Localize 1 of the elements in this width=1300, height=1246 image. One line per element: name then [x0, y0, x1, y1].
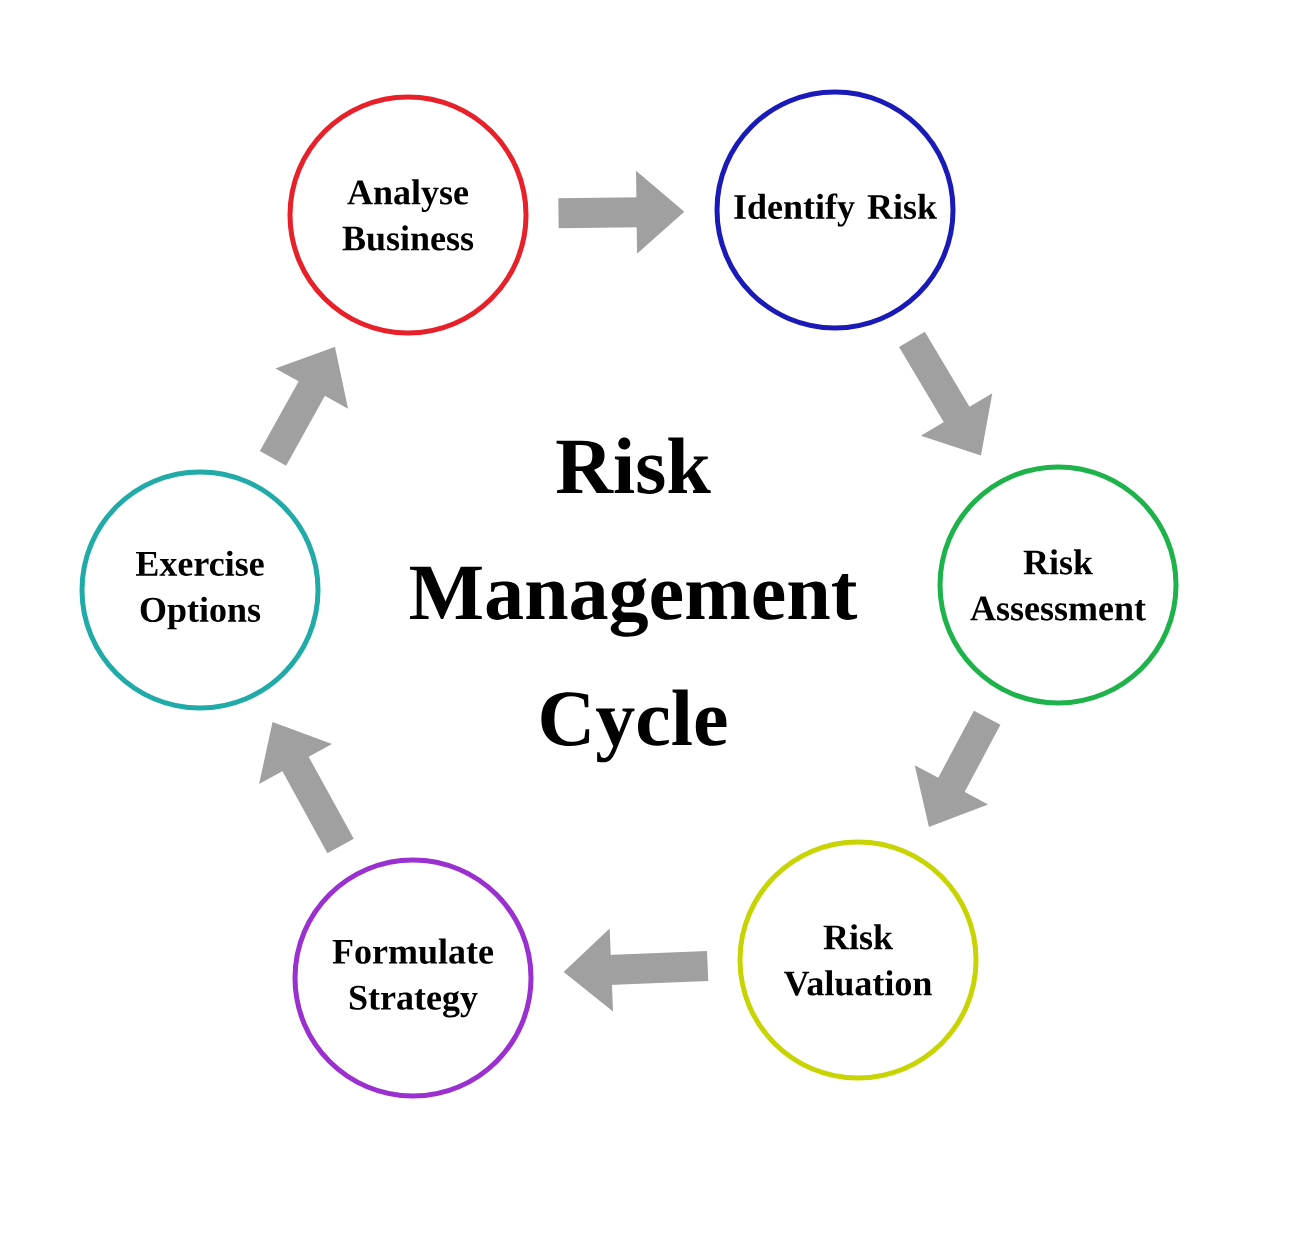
title: Risk Management Cycle: [410, 437, 858, 763]
